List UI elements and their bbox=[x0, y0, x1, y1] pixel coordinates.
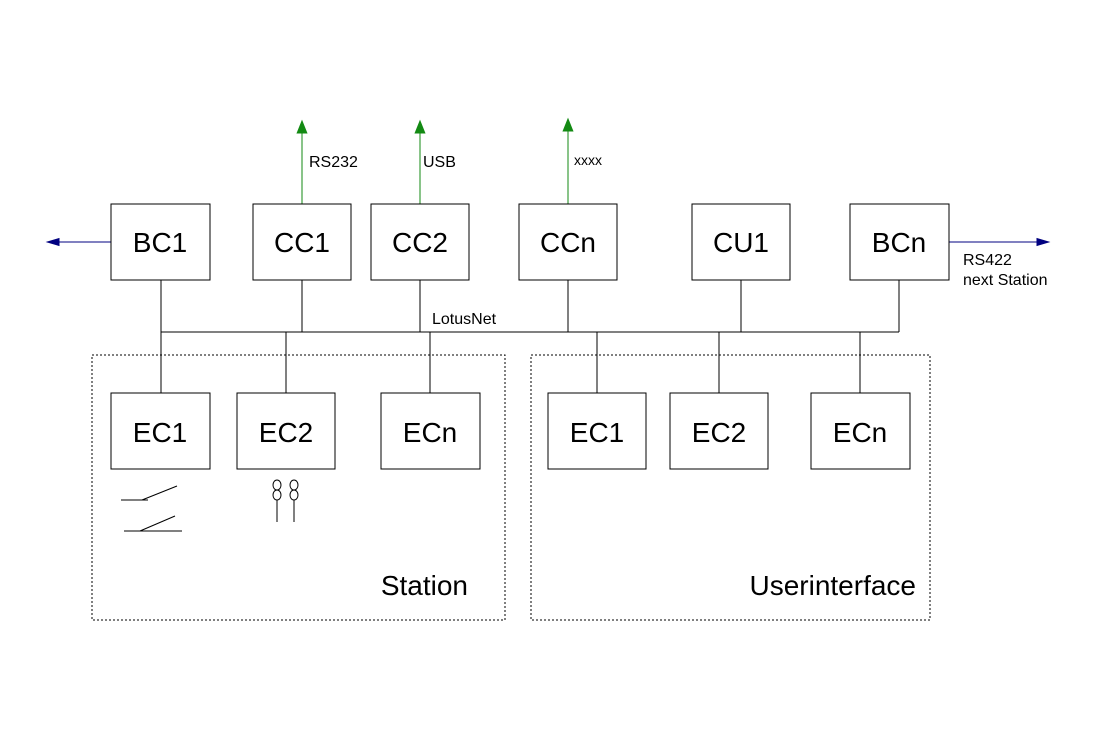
station-area bbox=[91, 354, 506, 621]
ui-ec1-box: EC1 bbox=[547, 392, 647, 470]
station-area-label: Station bbox=[381, 570, 468, 601]
top-connectors bbox=[160, 280, 900, 332]
switch-icon bbox=[121, 485, 182, 532]
bcn-label: BCn bbox=[872, 227, 926, 258]
ui-ecn-label: ECn bbox=[833, 417, 887, 448]
cc2-box: CC2 bbox=[370, 203, 470, 281]
lamp-icon bbox=[272, 479, 299, 522]
ui-ec2-label: EC2 bbox=[692, 417, 746, 448]
ui-ec2-box: EC2 bbox=[669, 392, 769, 470]
bc1-label: BC1 bbox=[133, 227, 187, 258]
bcn-box: BCn bbox=[849, 203, 950, 281]
cc2-label: CC2 bbox=[392, 227, 448, 258]
station-ecn-label: ECn bbox=[403, 417, 457, 448]
rs232-label: RS232 bbox=[309, 154, 358, 171]
usb-label: USB bbox=[423, 154, 456, 171]
station-ecn-box: ECn bbox=[380, 392, 481, 470]
station-ec2-label: EC2 bbox=[259, 417, 313, 448]
cc1-label: CC1 bbox=[274, 227, 330, 258]
station-ec1-label: EC1 bbox=[133, 417, 187, 448]
ccn-label: CCn bbox=[540, 227, 596, 258]
ui-ec1-label: EC1 bbox=[570, 417, 624, 448]
lotusnet-label: LotusNet bbox=[432, 311, 497, 328]
cu1-label: CU1 bbox=[713, 227, 769, 258]
station-ec2-box: EC2 bbox=[236, 392, 336, 470]
station-ec1-box: EC1 bbox=[110, 392, 211, 470]
next-station-label: next Station bbox=[963, 272, 1048, 289]
bottom-connectors bbox=[160, 332, 861, 393]
userinterface-area-label: Userinterface bbox=[749, 570, 916, 601]
bc1-box: BC1 bbox=[110, 203, 211, 281]
ccn-box: CCn bbox=[518, 203, 618, 281]
rs422-label: RS422 bbox=[963, 252, 1012, 269]
xxxx-label: xxxx bbox=[574, 152, 602, 168]
ui-ecn-box: ECn bbox=[810, 392, 911, 470]
cu1-box: CU1 bbox=[691, 203, 791, 281]
cc1-box: CC1 bbox=[252, 203, 352, 281]
